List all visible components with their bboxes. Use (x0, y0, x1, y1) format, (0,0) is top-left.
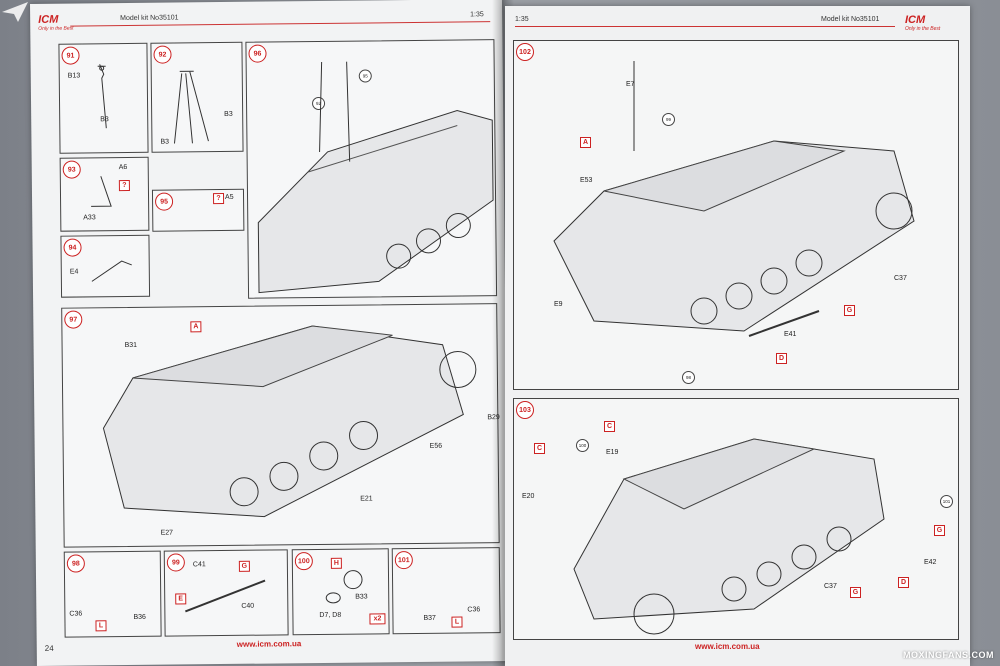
step-reference: 99 (662, 113, 675, 126)
paint-note-marker: L (451, 616, 463, 628)
scale-label: 1:35 (470, 11, 484, 19)
part-label: B36 (133, 613, 146, 621)
part-label: E9 (554, 301, 563, 308)
part-drawing (91, 260, 132, 282)
paint-note-marker: G (844, 305, 855, 316)
step-number: 103 (516, 401, 534, 419)
part-label: E19 (606, 449, 619, 456)
step-number: 101 (394, 551, 413, 570)
step-102-panel: 102 E7 A E53 E9 C37 G E41 D 99 98 (513, 40, 959, 390)
part-label: B37 (423, 614, 436, 622)
part-label: E7 (626, 81, 635, 88)
step-97-panel: 97 A B31 B29 E56 E21 E27 (61, 303, 500, 548)
paint-note-marker: C (534, 443, 545, 454)
step-91-panel: 91 B13 B3 (58, 42, 149, 154)
step-93-panel: 93 A6 A33 ? (59, 156, 150, 232)
watermark: MOXINGFANS.COM (902, 650, 994, 660)
step-number: 98 (66, 554, 85, 573)
part-drawing (173, 70, 209, 144)
paint-note-marker: A (580, 137, 591, 148)
step-94-panel: 94 E4 (60, 234, 151, 298)
header-rule (70, 21, 491, 27)
step-99-panel: 99 C41 C40 G E (163, 549, 289, 637)
step-reference: 101 (940, 495, 953, 508)
part-label: C36 (467, 606, 481, 614)
part-label: E41 (784, 331, 797, 338)
part-label: E20 (522, 493, 535, 500)
part-label: C37 (894, 275, 907, 282)
part-label: A5 (225, 193, 234, 201)
paint-note-marker: G (934, 525, 945, 536)
part-label: E42 (924, 559, 937, 566)
step-92-panel: 92 B3 B3 (150, 41, 244, 153)
part-label: E53 (580, 177, 593, 184)
step-96-panel: 96 95 92 (245, 39, 498, 299)
step-103-panel: 103 C E19 C E20 100 101 G E42 C37 G D (513, 398, 959, 640)
part-drawing (91, 176, 112, 207)
paint-note-marker: C (604, 421, 615, 432)
paint-note-marker: D (776, 353, 787, 364)
part-drawing (185, 579, 266, 613)
website-url[interactable]: www.icm.com.ua (695, 642, 760, 651)
part-label: C36 (69, 610, 83, 618)
kit-number: Model kit No35101 (120, 14, 179, 23)
page-number: 24 (44, 643, 54, 653)
part-drawing (97, 64, 107, 129)
kit-number: Model kit No35101 (821, 16, 880, 23)
paper-plane-icon (2, 2, 28, 22)
step-100-panel: 100 H B33 D7, D8 x2 (291, 548, 390, 636)
paint-note-marker: ? (212, 192, 225, 205)
part-drawing (325, 570, 363, 604)
step-number: 95 (154, 192, 174, 211)
vehicle-drawing (573, 438, 885, 635)
step-reference: 100 (576, 439, 589, 452)
vehicle-drawing (553, 61, 915, 337)
vehicle-drawing (257, 61, 494, 294)
website-url[interactable]: www.icm.com.ua (236, 639, 302, 649)
step-101-panel: 101 B37 C36 L (391, 547, 501, 635)
step-95-panel: 95 A5 ? (151, 188, 245, 232)
step-number: 102 (516, 43, 534, 61)
part-label: C37 (824, 583, 837, 590)
step-reference: 98 (682, 371, 695, 384)
paint-note-marker: D (898, 577, 909, 588)
step-98-panel: 98 C36 B36 L (63, 550, 162, 638)
scale-label: 1:35 (515, 16, 529, 23)
vehicle-drawing (102, 325, 477, 518)
header-rule (515, 26, 895, 27)
paint-note-marker: L (95, 620, 107, 632)
paint-note-marker: G (850, 587, 861, 598)
